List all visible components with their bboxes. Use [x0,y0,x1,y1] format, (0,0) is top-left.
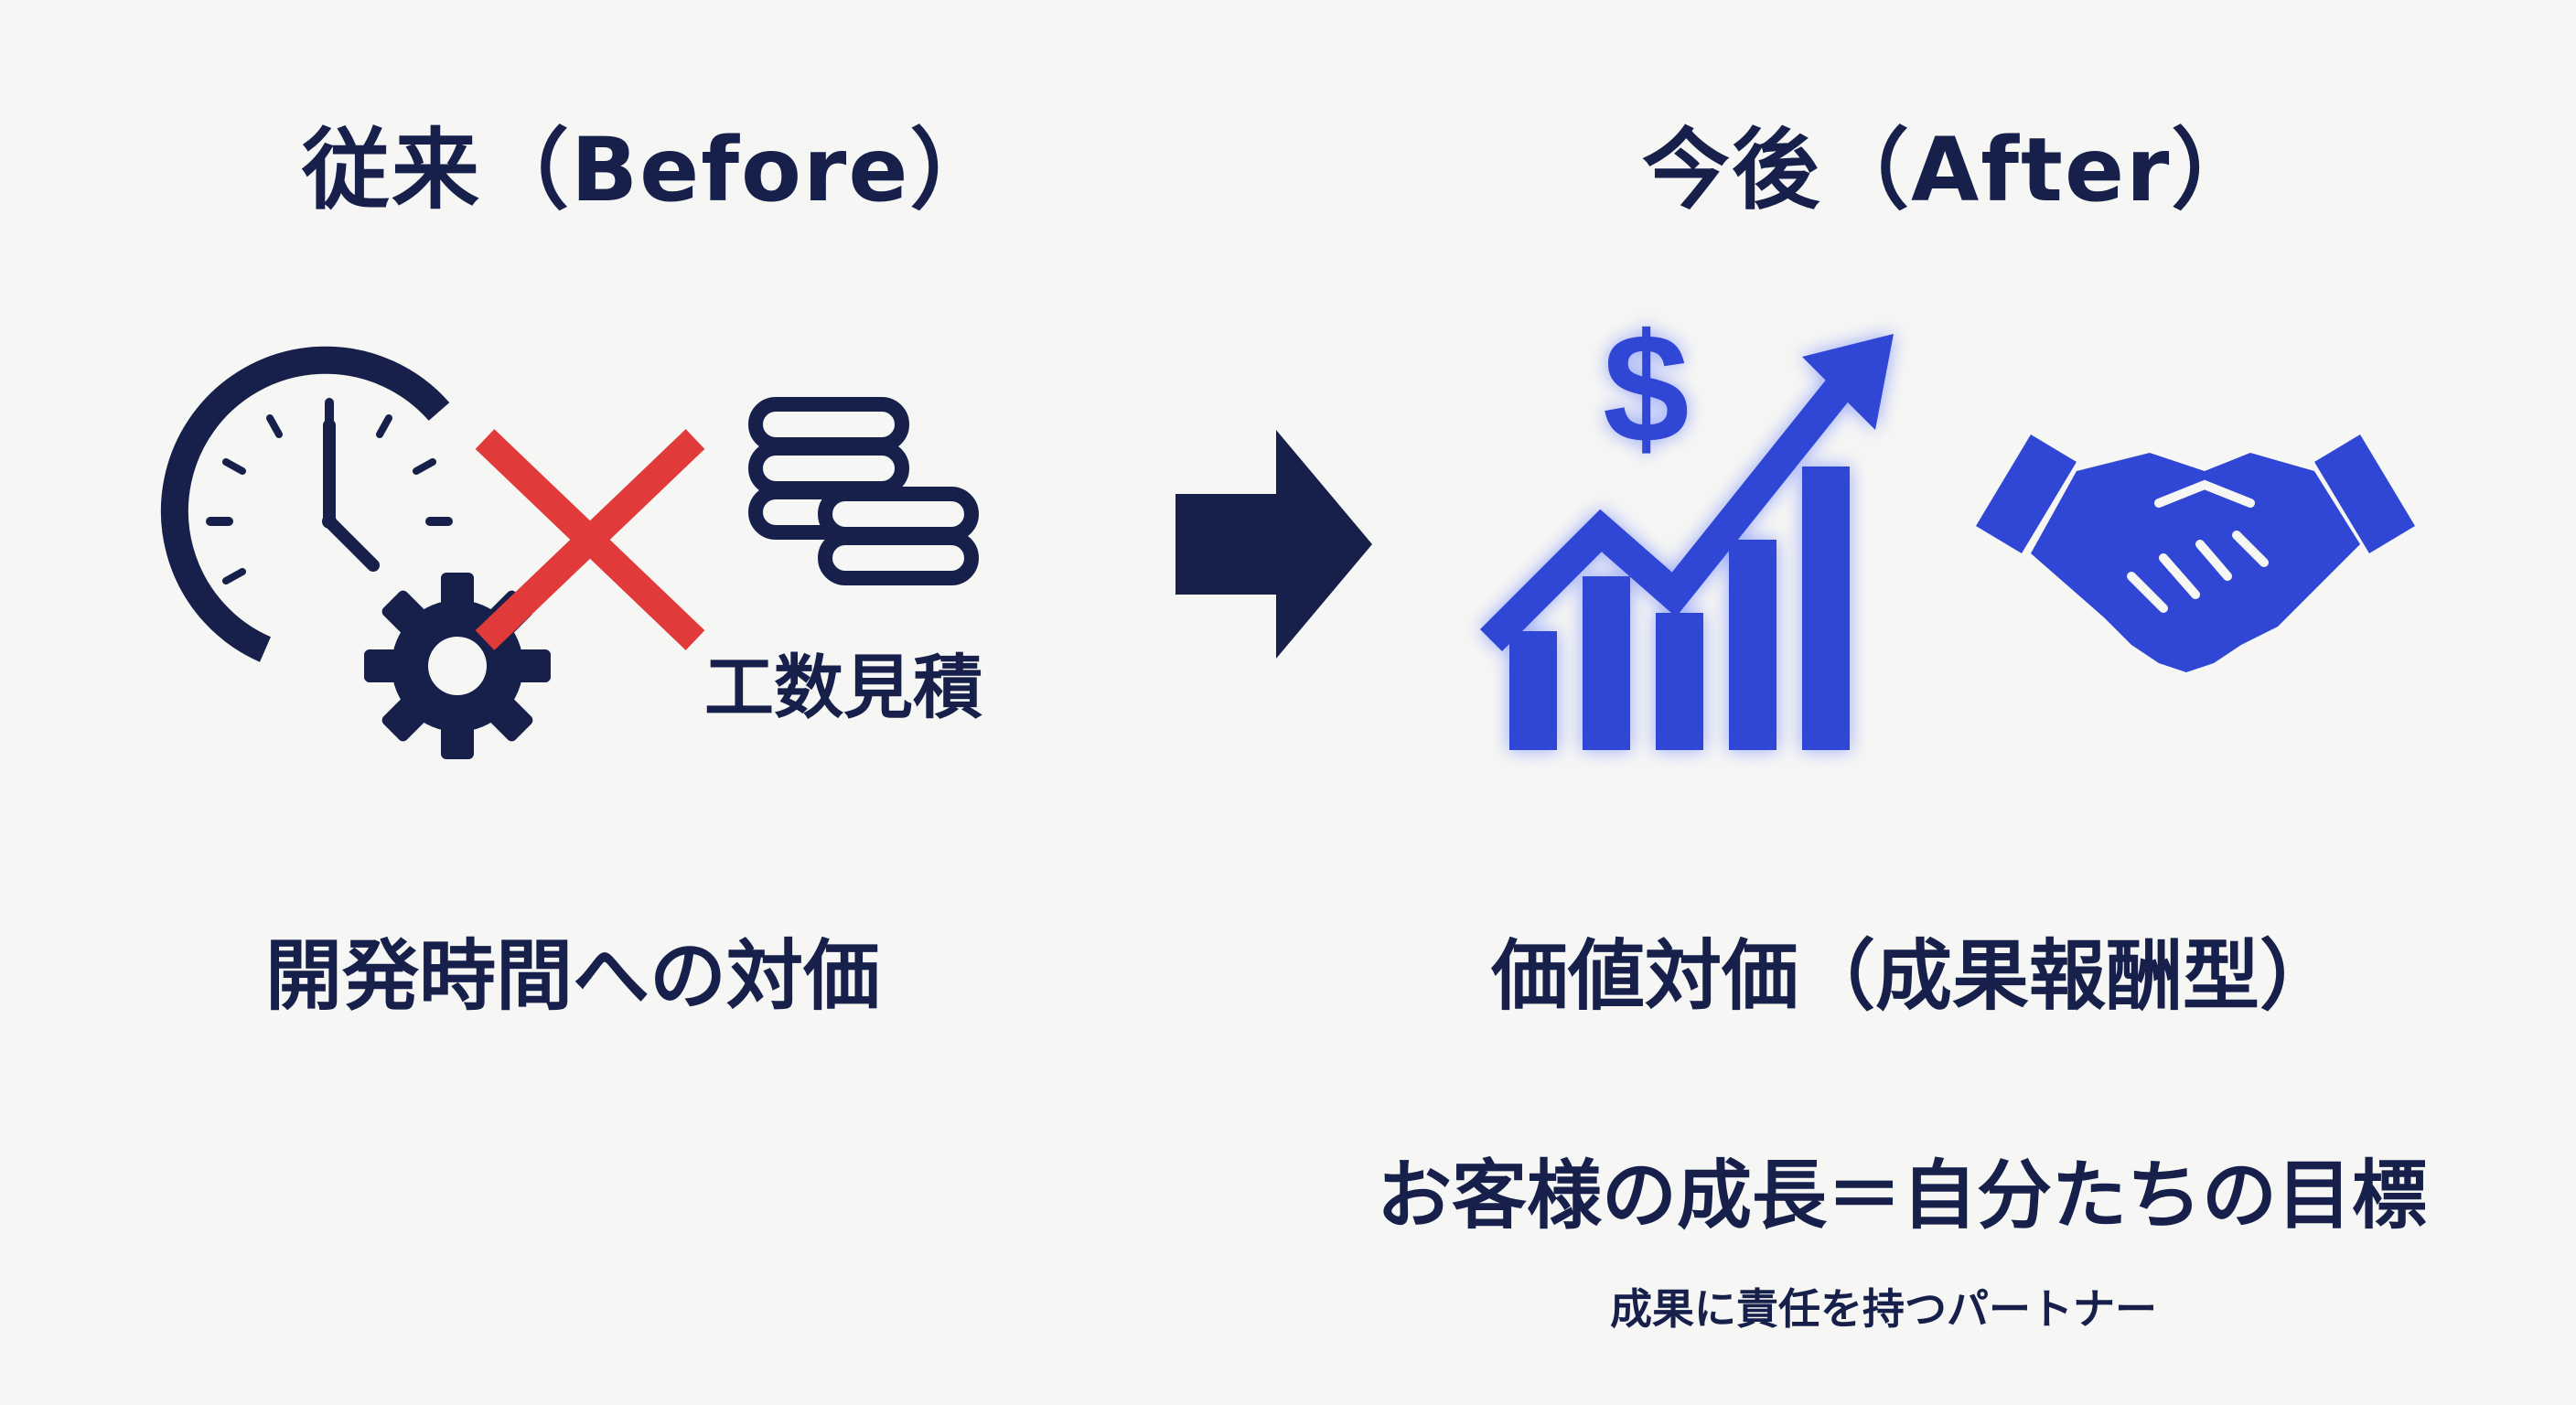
right-arrow-icon [1175,430,1372,659]
goal-statement: お客様の成長＝自分たちの目標 [1377,1153,2428,1239]
before-description: 開発時間への対価 [265,931,881,1021]
after-description: 価値対価（成果報酬型） [1491,931,2337,1021]
before-heading: 従来（Before） [302,119,1000,221]
after-heading: 今後（After） [1642,119,2261,221]
clock-icon [160,346,453,662]
coin-stack-icon [748,397,979,585]
handshake-icon [1976,434,2415,672]
partner-tagline: 成果に責任を持つパートナー [1610,1284,2157,1334]
growth-chart-icon [1479,334,1894,750]
dollar-sign-icon: $ [1603,302,1690,476]
cross-mark-icon [475,429,705,650]
cost-estimate-label: 工数見積 [704,647,982,728]
